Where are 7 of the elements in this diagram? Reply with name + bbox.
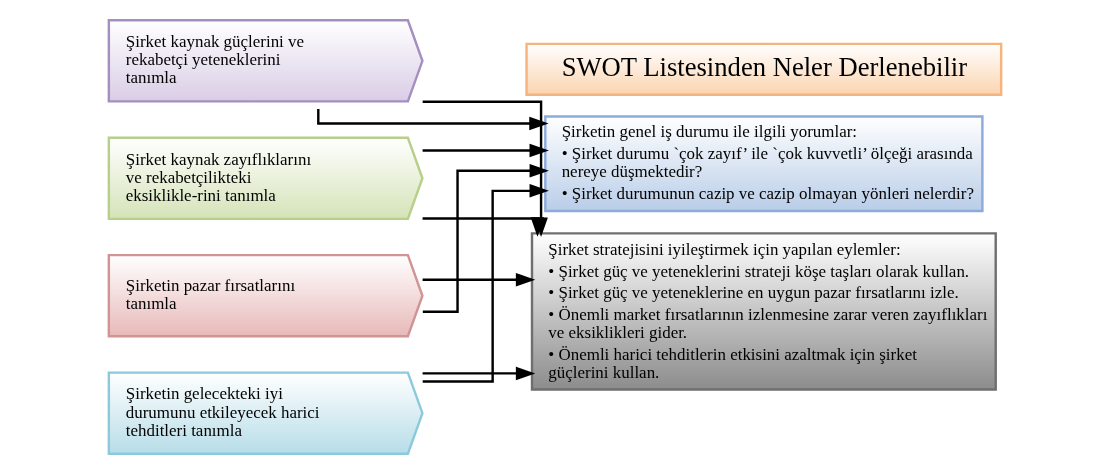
node-box: SWOT Listesinden Neler Derlenebilir <box>525 42 1003 96</box>
arrow <box>422 273 536 287</box>
arrow <box>422 366 536 381</box>
node-box: Şirketin genel iş durumu ile ilgili yorumlar: • Şirket durumu `çok zayıf’ ile `çok kuvvetli’ ölçeği arasında nereye düşmektedir? • Şirket durumunun cazip ve cazip olmayan yönleri nelerdir? <box>544 115 984 213</box>
arrow <box>422 217 545 237</box>
node-box: Şirket stratejisini iyileştirmek için yapılan eylemler: • Şirket güç ve yeteneklerini strateji köşe taşları olarak kullan. • Şirket güç ve yeteneklerine en uygun pazar fırsatlarını izle. • Önemli market fırsatlarının izlenmesine zarar veren zayıflıkları ve eksiklikleri gider. • Önemli harici tehditlerin etkisini azaltmak için şirket güçlerini kullan. <box>530 232 997 391</box>
arrow <box>422 143 549 158</box>
